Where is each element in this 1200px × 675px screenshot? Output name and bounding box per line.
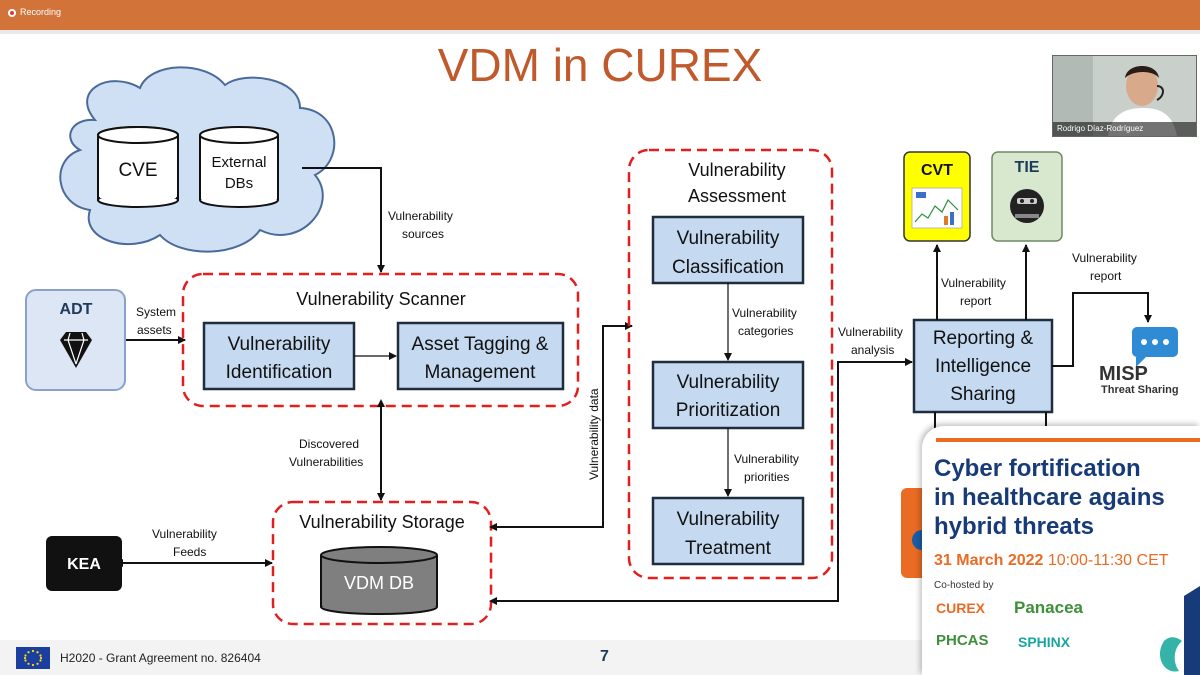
discovered-label-2: Vulnerabilities bbox=[289, 455, 363, 469]
svg-text:Classification: Classification bbox=[672, 257, 784, 278]
tie-label: TIE bbox=[1015, 159, 1040, 176]
svg-text:Intelligence: Intelligence bbox=[935, 356, 1031, 377]
external-label-1: External bbox=[211, 154, 266, 171]
vuln-sources-arrow bbox=[302, 167, 385, 273]
vdm-db-label: VDM DB bbox=[344, 573, 414, 593]
presenter-name: Rodrigo Díaz-Rodríguez bbox=[1053, 122, 1196, 136]
feeds-label-1: Vulnerability bbox=[152, 527, 217, 541]
banner-headline: Cyber fortification in healthcare agains… bbox=[934, 454, 1196, 541]
recording-dot-icon bbox=[8, 9, 16, 17]
storage-title: Vulnerability Storage bbox=[299, 512, 464, 532]
panacea-logo: Panacea bbox=[1014, 598, 1083, 617]
report-right-label-2: report bbox=[1090, 269, 1122, 283]
analysis-label-2: analysis bbox=[851, 343, 894, 357]
hacker-icon bbox=[1010, 189, 1044, 223]
slide-title: VDM in CUREX bbox=[437, 39, 763, 91]
vuln-data-label: Vulnerability data bbox=[587, 388, 601, 480]
report-to-misp-arrow bbox=[1052, 292, 1152, 367]
banner-headline-line-3: hybrid threats bbox=[934, 513, 1095, 540]
vulnerability-storage-group bbox=[271, 500, 493, 626]
system-assets-label-2: assets bbox=[137, 323, 172, 337]
svg-text:Vulnerability: Vulnerability bbox=[677, 372, 780, 393]
misp-sub-label: Threat Sharing bbox=[1101, 384, 1179, 396]
priorities-label-1: Vulnerability bbox=[734, 452, 799, 466]
analysis-label-1: Vulnerability bbox=[838, 325, 903, 339]
diamond-icon bbox=[60, 332, 92, 368]
banner-headline-line-2: in healthcare agains bbox=[934, 484, 1165, 511]
assessment-title-2: Assessment bbox=[688, 186, 786, 206]
assessment-title-1: Vulnerability bbox=[688, 160, 785, 180]
vuln-sources-label-2: sources bbox=[402, 227, 444, 241]
presenter-webcam[interactable]: Rodrigo Díaz-Rodríguez bbox=[1052, 55, 1197, 137]
external-label-2: DBs bbox=[225, 175, 253, 192]
svg-text:Vulnerability: Vulnerability bbox=[677, 228, 780, 249]
recording-bar: Recording bbox=[0, 0, 1200, 30]
cvt-box: CVT bbox=[903, 151, 971, 242]
categories-label-1: Vulnerability bbox=[732, 306, 797, 320]
report-right-label-1: Vulnerability bbox=[1072, 251, 1137, 265]
feeds-label-2: Feeds bbox=[173, 545, 206, 559]
scanner-title: Vulnerability Scanner bbox=[296, 289, 465, 309]
architecture-diagram: CVE External DBs Vulnerability sources A… bbox=[25, 66, 1179, 626]
report-left-label-2: report bbox=[960, 294, 992, 308]
sphinx-logo: SPHINX bbox=[1018, 634, 1071, 650]
tie-box: TIE bbox=[991, 151, 1063, 242]
banner-headline-line-1: Cyber fortification bbox=[934, 455, 1141, 482]
slide-page-number: 7 bbox=[600, 648, 609, 665]
svg-text:Identification: Identification bbox=[226, 362, 333, 383]
banner-orange-line bbox=[936, 438, 1200, 442]
reporting-intelligence-box: Reporting & Intelligence Sharing bbox=[912, 318, 1054, 414]
external-dbs-database: External DBs bbox=[199, 126, 279, 208]
svg-text:Vulnerability: Vulnerability bbox=[677, 509, 780, 530]
svg-text:Management: Management bbox=[425, 362, 537, 383]
eu-flag-icon bbox=[16, 647, 50, 669]
categories-label-2: categories bbox=[738, 324, 793, 338]
cve-database: CVE bbox=[97, 126, 179, 208]
misp-logo: MISP Threat Sharing bbox=[1099, 327, 1179, 396]
banner-cohosted: Co-hosted by bbox=[934, 580, 994, 591]
cve-label: CVE bbox=[118, 160, 157, 181]
vulnerability-treatment-box: Vulnerability Treatment bbox=[651, 496, 805, 566]
vulnerability-prioritization-box: Vulnerability Prioritization bbox=[651, 360, 805, 430]
kea-box: KEA bbox=[46, 536, 122, 591]
adt-box: ADT bbox=[25, 289, 126, 391]
system-assets-label-1: System bbox=[136, 305, 176, 319]
discovered-label-1: Discovered bbox=[299, 437, 359, 451]
dashboard-chart-icon bbox=[911, 187, 963, 229]
banner-date-value: 31 March 2022 bbox=[934, 552, 1044, 569]
report-left-label-1: Vulnerability bbox=[941, 276, 1006, 290]
cvt-label: CVT bbox=[921, 162, 953, 179]
priorities-label-2: priorities bbox=[744, 470, 789, 484]
svg-text:Sharing: Sharing bbox=[950, 384, 1016, 405]
vuln-sources-label-1: Vulnerability bbox=[388, 209, 453, 223]
svg-text:Reporting &: Reporting & bbox=[933, 328, 1034, 349]
banner-time: 10:00-11:30 CET bbox=[1047, 552, 1169, 569]
grant-agreement-text: H2020 - Grant Agreement no. 826404 bbox=[60, 651, 261, 665]
svg-text:Vulnerability: Vulnerability bbox=[228, 334, 331, 355]
vulnerability-analysis-arrow bbox=[489, 358, 913, 605]
kea-label: KEA bbox=[67, 556, 101, 573]
vulnerability-classification-box: Vulnerability Classification bbox=[651, 215, 805, 285]
asset-tagging-box: Asset Tagging & Management bbox=[396, 321, 565, 391]
adt-label: ADT bbox=[60, 301, 93, 318]
vulnerability-identification-box: Vulnerability Identification bbox=[202, 321, 356, 391]
misp-label: MISP bbox=[1099, 363, 1148, 385]
svg-text:Treatment: Treatment bbox=[685, 538, 772, 559]
banner-date: 31 March 2022 10:00-11:30 CET bbox=[934, 552, 1169, 570]
svg-text:Asset Tagging &: Asset Tagging & bbox=[412, 334, 549, 355]
vdm-db-cylinder: VDM DB bbox=[320, 546, 438, 615]
recording-label[interactable]: Recording bbox=[20, 7, 62, 17]
slide-top-stripe bbox=[0, 30, 1200, 34]
svg-text:Prioritization: Prioritization bbox=[676, 400, 781, 421]
banner-decorative-shape bbox=[1159, 586, 1200, 675]
phcas-logo: PHCAS bbox=[936, 632, 989, 649]
chat-bubble-icon bbox=[1132, 327, 1178, 367]
event-banner: Cyber fortification in healthcare agains… bbox=[922, 426, 1200, 675]
curex-logo: CUREX bbox=[936, 600, 986, 616]
